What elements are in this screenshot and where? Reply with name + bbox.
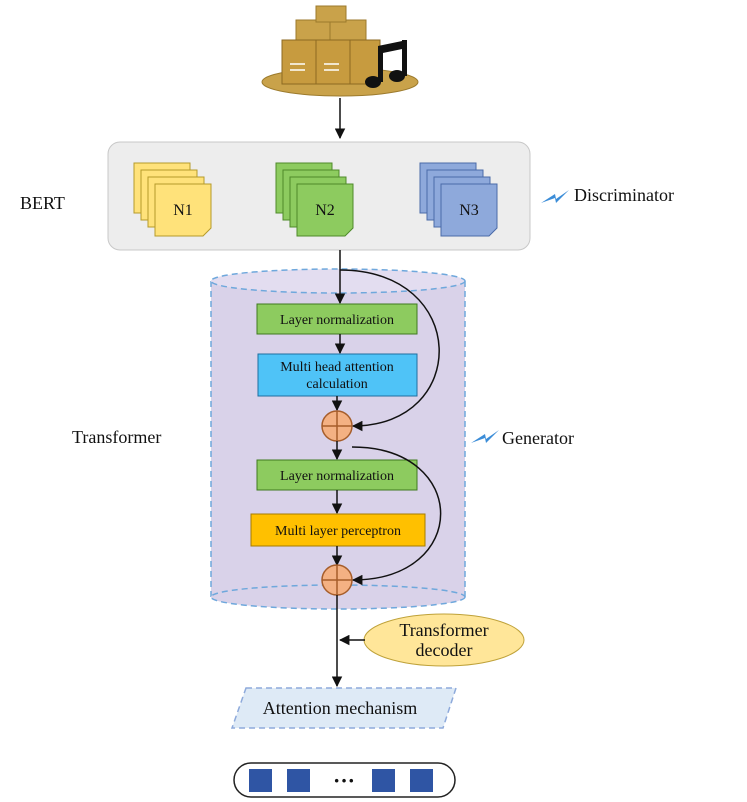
residual-connection-1	[339, 269, 440, 432]
multi-layer-perceptron-block	[250, 513, 426, 547]
layer-normalization-block-1	[256, 303, 418, 335]
layer-normalization-label-2: Layer normalization	[280, 469, 394, 484]
bert-stack-n1: N1	[133, 162, 212, 237]
token	[249, 769, 272, 792]
stack-label-n3: N3	[459, 202, 479, 219]
token	[372, 769, 395, 792]
bert-stack-n3: N3	[419, 162, 498, 237]
lightning-icon	[471, 430, 499, 443]
token	[287, 769, 310, 792]
token	[410, 769, 433, 792]
circled-plus-icon	[321, 410, 353, 442]
output-token-sequence: ···	[233, 762, 456, 798]
circled-plus-icon	[321, 564, 353, 596]
transformer-label: Transformer	[72, 427, 161, 447]
transformer-decoder-label-line1: Transformer	[399, 620, 488, 640]
bert-label: BERT	[20, 193, 65, 213]
layer-normalization-label-1: Layer normalization	[280, 313, 394, 328]
attention-mechanism-label: Attention mechanism	[263, 698, 417, 718]
multi-head-attention-block	[257, 353, 418, 397]
layer-normalization-block-2	[256, 459, 418, 491]
mlp-label: Multi layer perceptron	[275, 524, 401, 539]
residual-connection-2	[351, 446, 442, 586]
bert-stack-n2: N2	[275, 162, 354, 237]
mha-label-line2: calculation	[306, 377, 367, 392]
stack-label-n1: N1	[173, 202, 193, 219]
attention-mechanism-block	[230, 687, 458, 729]
mha-label-line1: Multi head attention	[280, 360, 394, 375]
transformer-decoder-label-line2: decoder	[416, 640, 473, 660]
stack-label-n2: N2	[315, 202, 335, 219]
generator-label: Generator	[502, 428, 574, 448]
music-note-icon	[365, 40, 407, 88]
lightning-icon	[541, 190, 569, 203]
ellipsis: ···	[333, 768, 355, 793]
server-music-icon	[261, 5, 419, 97]
discriminator-label: Discriminator	[574, 185, 674, 205]
